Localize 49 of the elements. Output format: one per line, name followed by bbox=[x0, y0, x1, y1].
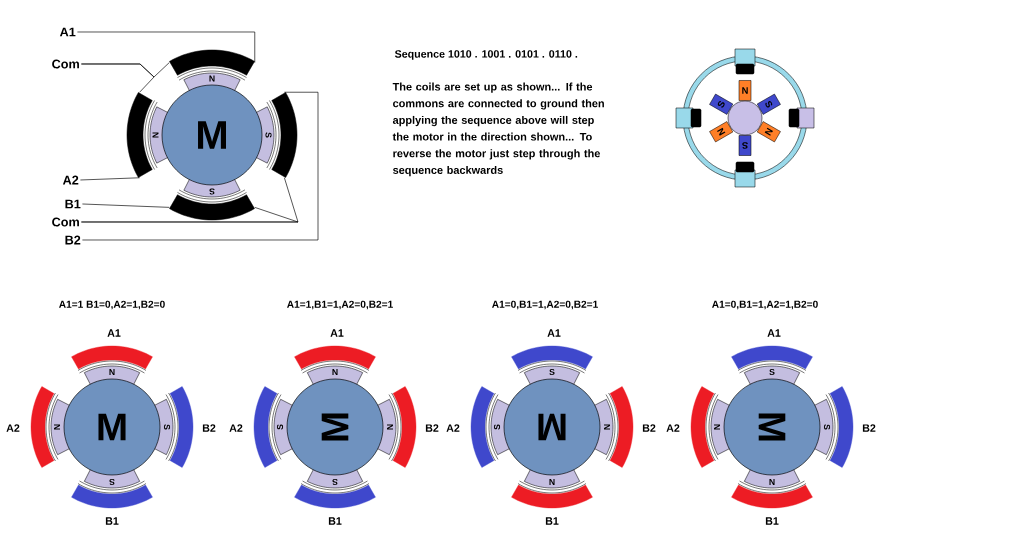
coil-label: B2 bbox=[862, 424, 876, 432]
pole-piece: N bbox=[709, 121, 734, 143]
coil-label: A2 bbox=[6, 424, 20, 432]
wire-label: A1 bbox=[59, 27, 76, 37]
coil-label: B1 bbox=[105, 517, 119, 525]
coil-label: B2 bbox=[425, 424, 439, 432]
leader-line bbox=[81, 63, 155, 93]
pole-piece: N bbox=[756, 121, 781, 143]
coil-label: A1 bbox=[107, 329, 121, 337]
state-heading: A1=0,B1=1,A2=0,B2=1 bbox=[492, 300, 598, 310]
coil bbox=[126, 92, 153, 178]
coil-label: A2 bbox=[229, 424, 243, 432]
coil-label: A2 bbox=[666, 424, 680, 432]
state-heading: A1=1,B1=1,A2=0,B2=1 bbox=[287, 300, 393, 310]
coil-label: B1 bbox=[328, 517, 342, 525]
coil bbox=[169, 194, 255, 221]
coil-label: B2 bbox=[642, 424, 656, 432]
coil-label: A1 bbox=[547, 329, 561, 337]
rotor: M bbox=[286, 378, 384, 476]
coil bbox=[169, 49, 255, 76]
coil-label: B1 bbox=[765, 517, 779, 525]
sequence-text: Sequence 1010 . 1001 . 0101 . 0110 . bbox=[394, 50, 578, 60]
state-heading: A1=0,B1=1,A2=1,B2=0 bbox=[712, 300, 818, 310]
coil-label: A1 bbox=[767, 329, 781, 337]
rotor: M bbox=[503, 378, 601, 476]
leader-line bbox=[82, 203, 170, 208]
pole-piece: S bbox=[756, 93, 781, 115]
pole-piece: S bbox=[709, 93, 734, 115]
wire-label: A2 bbox=[62, 175, 79, 185]
coil bbox=[271, 92, 298, 178]
rotor: M bbox=[161, 84, 263, 186]
wire-label: Com bbox=[52, 217, 79, 227]
coil-label: B1 bbox=[545, 517, 559, 525]
leader-line bbox=[80, 177, 140, 181]
coil-label: B2 bbox=[202, 424, 216, 432]
coil-label: A1 bbox=[330, 329, 344, 337]
wire-label: B1 bbox=[65, 199, 81, 209]
rotor: M bbox=[63, 378, 161, 476]
wire-label: Com bbox=[52, 59, 79, 69]
state-heading: A1=1 B1=0,A2=1,B2=0 bbox=[59, 300, 165, 310]
leader-line bbox=[77, 31, 256, 63]
wire-label: B2 bbox=[65, 235, 81, 245]
coil-label: A2 bbox=[446, 424, 460, 432]
leader-line bbox=[82, 91, 319, 241]
rotor: M bbox=[723, 378, 821, 476]
description-text: The coils are set up as shown... If the commons are connected to ground then applying the sequence above will step the motor in the direction shown... To reverse the motor just step through the sequence backwards bbox=[392, 82, 604, 177]
pole-piece: S bbox=[738, 135, 752, 156]
pole-piece: N bbox=[738, 80, 752, 101]
leader-line bbox=[81, 207, 299, 223]
